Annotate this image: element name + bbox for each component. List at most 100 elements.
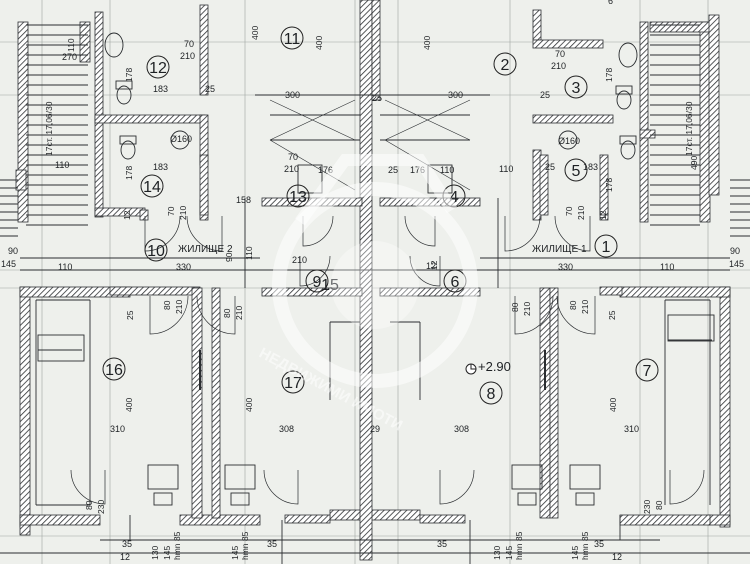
hatched-wall [371,0,381,101]
room-marker-3 [564,75,588,99]
door-swing [70,469,106,505]
room-number-2: 2 [501,57,510,74]
dim-145-bottom-4: 145 [570,546,580,560]
dim-230-bottom-left: 230 [96,500,106,514]
watermark-core [331,241,419,329]
dim-70-hall: 70 [288,152,298,162]
dim-29-center: 29 [370,424,380,434]
hatched-wall [619,286,731,298]
dim-110-stair-top: 110 [66,38,76,52]
door-swing [144,215,181,252]
dim-130-bottom-1: 130 [150,546,160,560]
dim-400-room-16: 400 [124,398,134,412]
washbasin [104,32,124,58]
dim-80-door-7: 80 [568,300,578,310]
hatched-wall [707,514,731,526]
room-number-12: 12 [149,60,167,77]
room-marker-7 [635,358,659,382]
dim-90-right: 90 [730,246,740,256]
hatched-wall [549,287,559,519]
hatched-wall [539,287,551,519]
door-swing [554,215,591,252]
hatched-wall [199,4,209,96]
dim-176-right: 176 [410,165,425,175]
hatched-wall [17,21,29,223]
room-number-16: 16 [105,362,123,379]
dim-230-bottom-right: 230 [642,500,652,514]
hatched-wall [19,514,101,526]
dim-110-hall-right: 110 [660,262,674,272]
hatched-wall [379,287,481,297]
hatched-wall [94,11,104,218]
door-swing [196,295,236,335]
hatched-wall [419,514,466,524]
room-marker-13 [286,184,310,208]
desk [511,464,543,490]
bed-pillow [667,314,715,342]
dim-25-center: 25 [388,165,398,175]
dim-330-right: 330 [558,262,573,272]
dim-110-right: 110 [499,164,513,174]
dim-110-center-left: 110 [244,246,254,260]
dim-300-left: 300 [285,90,300,100]
chair [153,492,173,506]
chair [517,492,537,506]
hatched-wall [639,21,649,223]
desk [224,464,256,490]
dim-158-left: 158 [236,195,251,205]
dim-330-left: 330 [176,262,191,272]
hatched-wall [359,0,373,561]
dim-12-right: 12 [598,210,608,220]
dim-6-top: 6 [608,0,613,6]
dim-80-bottom-right: 80 [654,500,664,510]
hatched-wall [532,39,604,49]
hall-cabinet [297,164,323,194]
bed-pillow [37,334,85,362]
dim-hmn-bottom-4: hmn 85 [580,531,590,560]
dim-110-center: 110 [440,165,454,175]
room-marker-8 [479,381,503,405]
room-number-8: 8 [487,386,496,403]
stair-note-right: 17ст. 17,06/30 [684,101,694,156]
hatched-wall [199,154,209,216]
hatched-wall [261,287,363,297]
door-swing [409,255,441,287]
room-number-17: 17 [284,375,302,392]
dim-210-door-14: 210 [178,206,188,220]
dim-145-right: 145 [729,259,744,269]
dim-80-door-17: 80 [222,308,232,318]
hatched-wall [719,286,731,528]
dim-12-left: 12 [122,210,132,220]
hatched-wall [699,21,711,223]
toilet-tank [115,80,133,90]
hatched-wall [139,209,149,221]
dim-hmn-bottom-2: hmn 85 [240,531,250,560]
plan-lines [0,24,750,564]
dim-210-door-16: 210 [174,300,184,314]
desk [147,464,179,490]
dim-210-center: 210 [292,255,307,265]
dim-hmn-bottom-3: hmn 85 [514,531,524,560]
dim-80-door-16: 80 [162,300,172,310]
dim-35-bottom-center-right: 35 [437,539,447,549]
room-number-6: 6 [451,274,460,291]
hatched-wall [532,9,542,41]
dim-210-left: 210 [180,51,195,61]
room-marker-11 [280,26,304,50]
dim-400-top-11: 400 [314,36,324,50]
dim-90-center-left: 90 [224,252,234,262]
dim-210-door-7: 210 [580,300,590,314]
dim-35-bottom-left: 35 [122,539,132,549]
dim-25-right-bath: 25 [540,90,550,100]
door-swing [302,215,334,247]
dim-12-center-vertical: 12 [429,260,439,270]
dim-70-door-14: 70 [166,206,176,216]
dim-183-lower-left: 183 [153,162,168,172]
door-swing [149,295,189,335]
dim-210-hall: 210 [284,164,299,174]
shower-tray [558,130,578,150]
dim-35-bottom-right: 35 [594,539,604,549]
room-marker-17 [281,370,305,394]
